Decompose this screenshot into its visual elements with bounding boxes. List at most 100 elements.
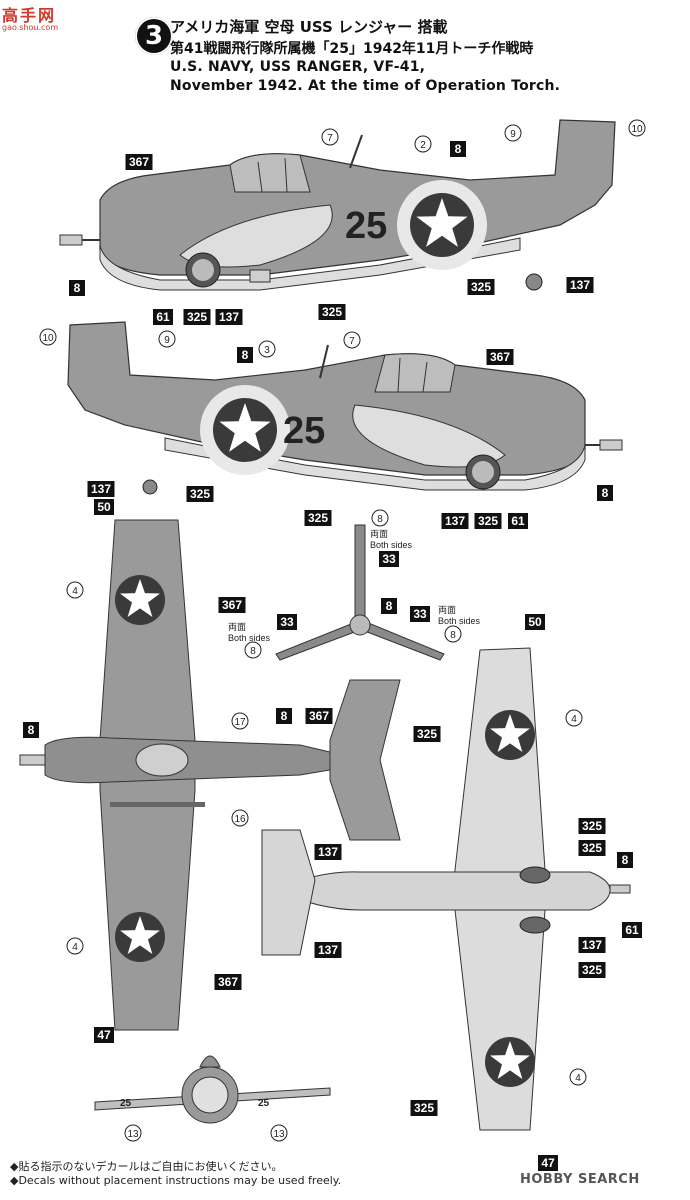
callout-propeller-5: 8 bbox=[244, 641, 262, 659]
both-sides-jp-2: 両面 bbox=[228, 622, 246, 632]
svg-text:33: 33 bbox=[382, 552, 396, 566]
watermark: HOBBY SEARCH bbox=[520, 1172, 640, 1187]
svg-text:137: 137 bbox=[91, 482, 111, 496]
svg-text:8: 8 bbox=[281, 709, 288, 723]
svg-text:33: 33 bbox=[280, 615, 294, 629]
note-en: ◆Decals without placement instructions m… bbox=[10, 1174, 342, 1187]
svg-text:367: 367 bbox=[309, 709, 329, 723]
note-jp: ◆貼る指示のないデカールはご自由にお使いください。 bbox=[10, 1160, 283, 1173]
callout-propeller-6: 8 bbox=[444, 625, 462, 643]
svg-text:17: 17 bbox=[234, 717, 246, 728]
svg-text:13: 13 bbox=[273, 1129, 285, 1140]
callout-top-view-6: 367 bbox=[305, 708, 333, 724]
callout-side-right-8: 325 bbox=[183, 309, 211, 325]
callout-top-view-10: 47 bbox=[94, 1027, 114, 1043]
svg-text:8: 8 bbox=[602, 486, 609, 500]
svg-text:8: 8 bbox=[74, 281, 81, 295]
svg-text:16: 16 bbox=[234, 814, 246, 825]
callout-side-right-4: 9 bbox=[504, 124, 522, 142]
both-sides-en-3: Both sides bbox=[438, 616, 481, 626]
callout-top-view-0: 50 bbox=[94, 499, 114, 515]
svg-text:137: 137 bbox=[219, 310, 239, 324]
callout-side-left-4: 7 bbox=[343, 331, 361, 349]
svg-text:137: 137 bbox=[318, 845, 338, 859]
svg-text:47: 47 bbox=[97, 1028, 111, 1042]
callout-side-left-9: 325 bbox=[304, 510, 332, 526]
svg-text:2: 2 bbox=[420, 140, 426, 151]
svg-text:325: 325 bbox=[478, 514, 498, 528]
svg-text:9: 9 bbox=[164, 335, 170, 346]
callout-side-left-0: 10 bbox=[39, 328, 57, 346]
callout-side-left-5: 367 bbox=[486, 349, 514, 365]
callout-front-view-0: 13 bbox=[124, 1124, 142, 1142]
front-code-left: 25 bbox=[120, 1098, 132, 1109]
callout-bottom-view-8: 61 bbox=[622, 922, 642, 938]
callout-side-right-9: 137 bbox=[215, 309, 243, 325]
svg-text:367: 367 bbox=[222, 598, 242, 612]
callout-bottom-view-7: 8 bbox=[617, 852, 633, 868]
svg-text:137: 137 bbox=[582, 938, 602, 952]
callout-bottom-view-0: 50 bbox=[525, 614, 545, 630]
title-en-line1: U.S. NAVY, USS RANGER, VF-41, bbox=[170, 59, 426, 75]
svg-text:3: 3 bbox=[264, 345, 270, 356]
callout-top-view-2: 367 bbox=[218, 597, 246, 613]
callout-side-left-7: 325 bbox=[186, 486, 214, 502]
svg-text:50: 50 bbox=[97, 500, 111, 514]
callout-side-left-1: 9 bbox=[158, 330, 176, 348]
callout-propeller-3: 33 bbox=[277, 614, 297, 630]
both-sides-jp-1: 両面 bbox=[370, 529, 388, 539]
callout-bottom-view-5: 325 bbox=[578, 840, 606, 856]
callout-side-left-2: 8 bbox=[237, 347, 253, 363]
callout-top-view-1: 4 bbox=[66, 581, 84, 599]
callout-propeller-2: 8 bbox=[381, 598, 397, 614]
callout-side-left-12: 61 bbox=[508, 513, 528, 529]
callout-side-right-11: 325 bbox=[467, 279, 495, 295]
callout-side-right-5: 10 bbox=[628, 119, 646, 137]
callout-top-view-7: 16 bbox=[231, 809, 249, 827]
callout-top-view-9: 367 bbox=[214, 974, 242, 990]
callout-side-right-6: 8 bbox=[69, 280, 85, 296]
svg-text:10: 10 bbox=[42, 333, 54, 344]
callout-side-right-3: 8 bbox=[450, 141, 466, 157]
callout-side-left-8: 8 bbox=[597, 485, 613, 501]
svg-text:325: 325 bbox=[322, 305, 342, 319]
svg-text:137: 137 bbox=[570, 278, 590, 292]
callout-side-right-0: 367 bbox=[125, 154, 153, 170]
svg-text:325: 325 bbox=[190, 487, 210, 501]
callout-bottom-view-13: 47 bbox=[538, 1155, 558, 1171]
svg-text:10: 10 bbox=[631, 124, 643, 135]
callout-propeller-0: 8 bbox=[371, 509, 389, 527]
callout-side-right-10: 325 bbox=[318, 304, 346, 320]
both-sides-notes: 両面 Both sides 両面 Both sides 両面 Both side… bbox=[228, 529, 481, 643]
svg-text:325: 325 bbox=[582, 819, 602, 833]
title-jp-line2: 第41戦闘飛行隊所属機「25」1942年11月トーチ作戦時 bbox=[170, 41, 534, 57]
bottom-view bbox=[261, 647, 631, 1131]
svg-text:8: 8 bbox=[386, 599, 393, 613]
svg-text:4: 4 bbox=[571, 714, 577, 725]
callout-propeller-1: 33 bbox=[379, 551, 399, 567]
site-logo: 高手网 gao.shou.com bbox=[2, 2, 76, 32]
svg-text:50: 50 bbox=[528, 615, 542, 629]
callout-bottom-view-10: 325 bbox=[578, 962, 606, 978]
svg-text:4: 4 bbox=[72, 942, 78, 953]
both-sides-en-2: Both sides bbox=[228, 633, 271, 643]
callout-side-left-6: 137 bbox=[87, 481, 115, 497]
svg-text:325: 325 bbox=[187, 310, 207, 324]
callout-bottom-view-3: 137 bbox=[314, 844, 342, 860]
svg-text:8: 8 bbox=[455, 142, 462, 156]
svg-text:325: 325 bbox=[471, 280, 491, 294]
aircraft-code-side-right: 25 bbox=[345, 205, 387, 247]
svg-text:137: 137 bbox=[318, 943, 338, 957]
callout-side-right-1: 7 bbox=[321, 128, 339, 146]
top-view bbox=[19, 519, 401, 1031]
callout-bottom-view-9: 137 bbox=[578, 937, 606, 953]
svg-text:9: 9 bbox=[510, 129, 516, 140]
callout-bottom-view-2: 325 bbox=[413, 726, 441, 742]
callout-top-view-8: 4 bbox=[66, 937, 84, 955]
both-sides-en-1: Both sides bbox=[370, 540, 413, 550]
svg-text:61: 61 bbox=[156, 310, 170, 324]
callout-bottom-view-1: 4 bbox=[565, 709, 583, 727]
svg-text:367: 367 bbox=[490, 350, 510, 364]
